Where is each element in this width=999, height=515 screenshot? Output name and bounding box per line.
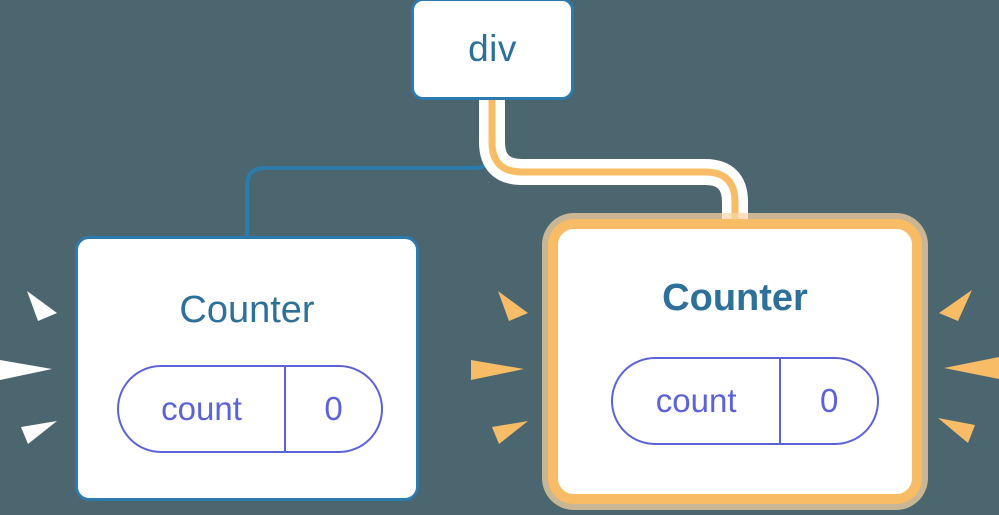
sparkle-ray [471, 360, 524, 380]
sparkle-ray [938, 418, 975, 443]
counter-left-title: Counter [179, 289, 315, 331]
sparkle-ray [27, 291, 57, 321]
counter-right-state-pill: count 0 [611, 357, 879, 445]
sparkle-ray [0, 360, 52, 380]
sparkle-ray [944, 357, 999, 379]
counter-right-state-value: 0 [819, 382, 839, 419]
counter-left-state-pill: count 0 [117, 365, 383, 453]
counter-right-state-key: count [613, 359, 782, 443]
sparkles-left-outer [0, 291, 57, 444]
sparkles-middle [471, 291, 528, 444]
sparkles-right-outer [938, 290, 999, 443]
node-div[interactable]: div [411, 0, 574, 100]
node-counter-left[interactable]: Counter count 0 [75, 236, 419, 501]
counter-left-state-value: 0 [324, 390, 343, 427]
edge-root-to-counter-left [245, 98, 494, 240]
edge-root-to-counter-right [488, 100, 739, 238]
node-div-label: div [468, 28, 517, 69]
sparkle-ray [498, 291, 528, 321]
counter-right-title: Counter [662, 277, 808, 319]
node-counter-right[interactable]: Counter count 0 [548, 219, 922, 504]
sparkle-ray [21, 421, 57, 444]
counter-left-state-key: count [119, 367, 287, 451]
sparkle-ray [492, 421, 528, 444]
edge-root-to-counter-right-halo [479, 100, 748, 238]
sparkle-ray [939, 290, 972, 321]
